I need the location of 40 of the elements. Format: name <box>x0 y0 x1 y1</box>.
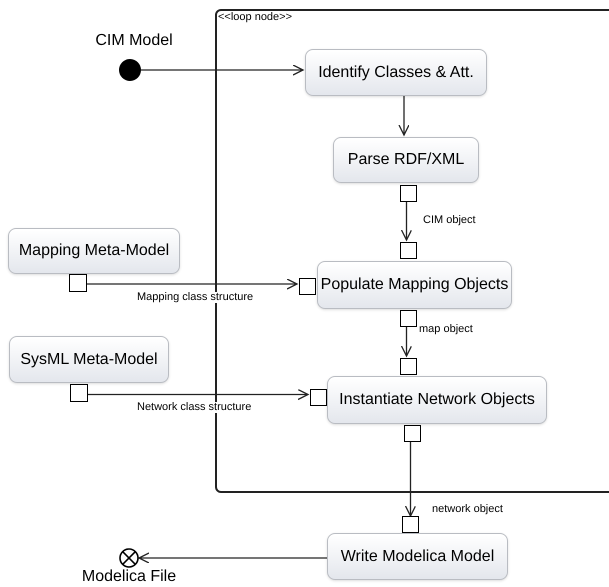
pin-square <box>400 310 417 327</box>
arrow <box>398 94 410 136</box>
action-label: SysML Meta-Model <box>20 350 158 370</box>
node-label: CIM Model <box>94 33 174 49</box>
action-box <box>9 336 169 383</box>
action-label: Mapping Meta-Model <box>18 241 170 261</box>
pin-square <box>402 516 419 533</box>
pin-square <box>404 425 421 442</box>
arrow <box>138 552 327 564</box>
pin-square <box>310 389 327 406</box>
action-box <box>327 533 508 580</box>
action-box <box>305 49 487 96</box>
pin-square <box>400 185 417 202</box>
edge-label: CIM object <box>422 215 477 226</box>
arrow <box>141 64 304 76</box>
edge-label: Network class structure <box>136 402 252 413</box>
pin-square <box>299 278 316 295</box>
edge-label: network object <box>431 504 504 515</box>
frame-label: <<loop node>> <box>218 12 292 23</box>
pin-square <box>400 358 417 375</box>
action-label: Parse RDF/XML <box>348 150 464 170</box>
edge-label: map object <box>418 324 474 335</box>
pin-square <box>69 274 87 292</box>
arrow <box>404 440 416 517</box>
arrow <box>400 325 412 357</box>
edge-label: Mapping class structure <box>136 292 254 303</box>
node-label: Modelica File <box>80 569 178 585</box>
arrow <box>88 388 309 400</box>
arrow <box>87 278 298 290</box>
action-label: Identify Classes & Att. <box>318 62 474 82</box>
action-box <box>8 228 180 274</box>
action-box <box>317 261 512 309</box>
action-label: Populate Mapping Objects <box>320 275 508 295</box>
action-label: Instantiate Network Objects <box>339 390 535 410</box>
pin-square <box>400 242 417 259</box>
action-box <box>327 376 547 424</box>
action-box <box>333 137 479 183</box>
arrow <box>400 200 412 241</box>
action-label: Write Modelica Model <box>340 546 494 566</box>
pin-square <box>70 384 88 402</box>
